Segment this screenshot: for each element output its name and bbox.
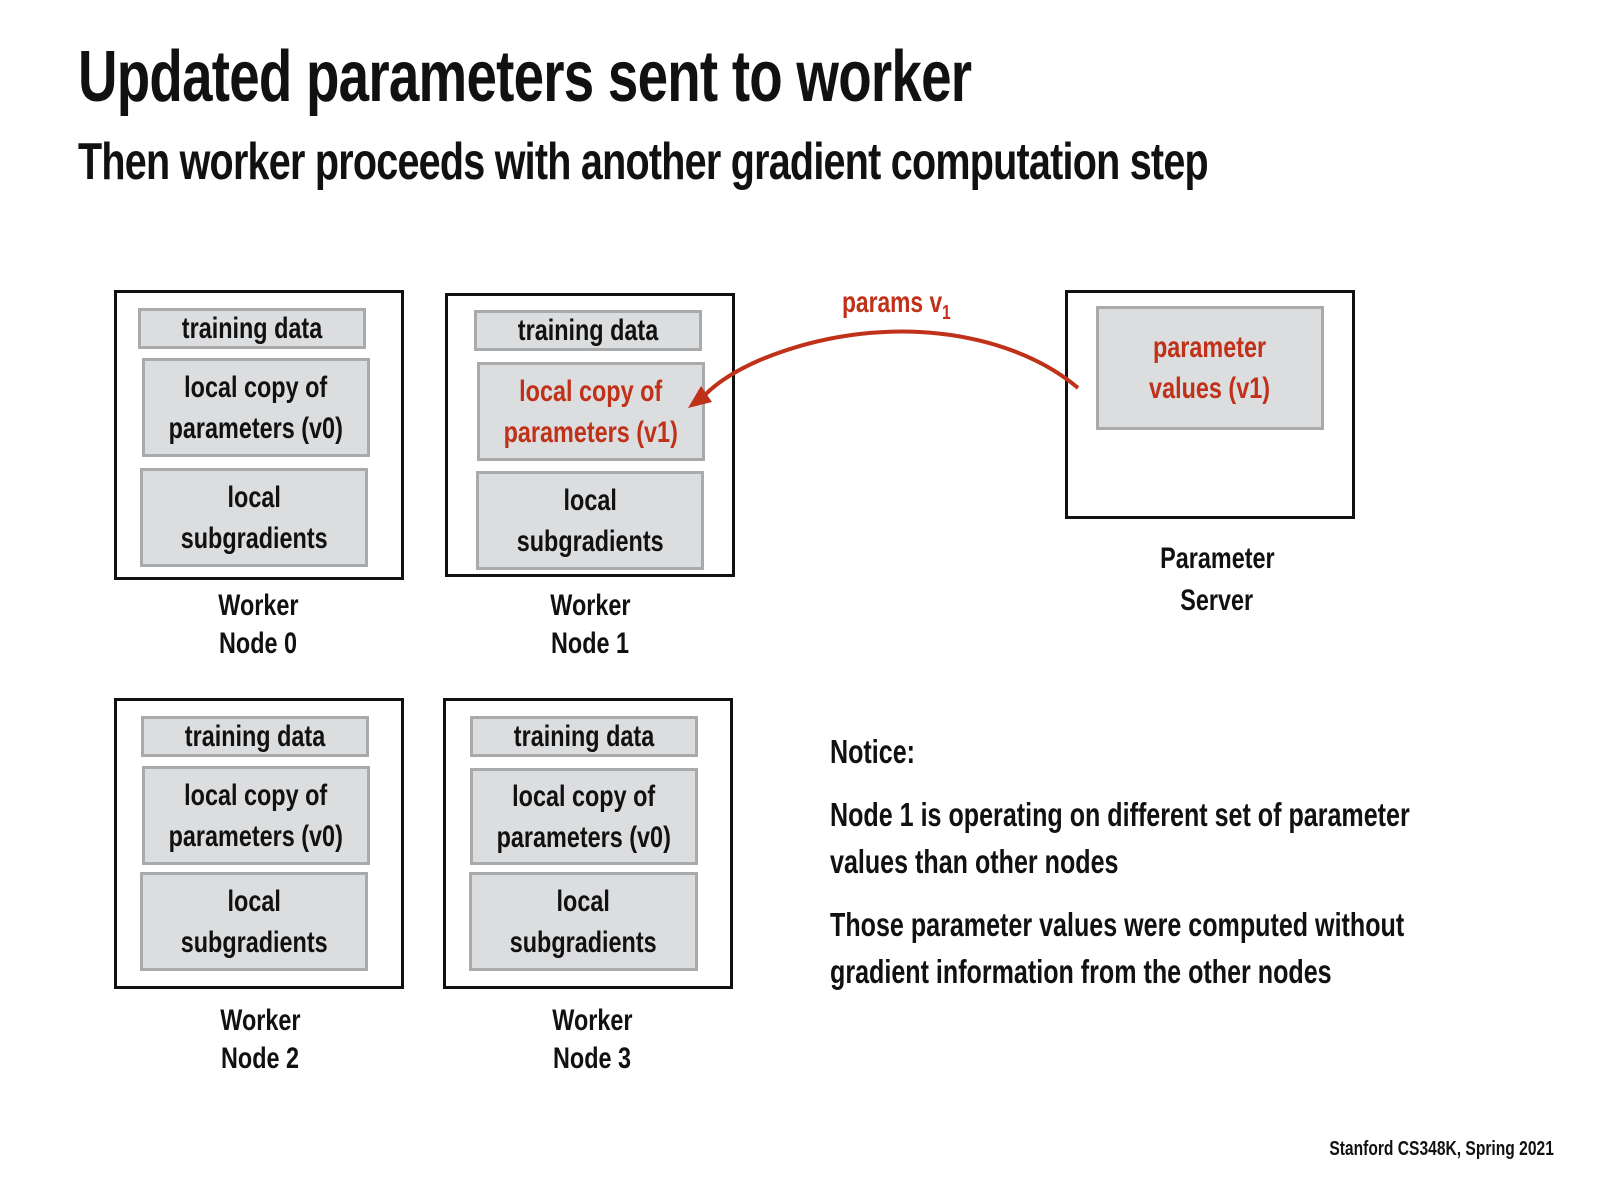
worker-label-1: Worker [549,589,631,622]
worker-label-2: Node 0 [218,627,298,660]
sub-label-1: local [563,483,617,517]
server-value-2: values (v1) [1149,372,1271,405]
copy-label-1: local copy of [519,374,663,408]
training-data-box: training data [138,308,366,349]
copy-label-1: local copy of [512,779,656,813]
sub-label-1: local [556,884,611,918]
title-text: Updated parameters sent to worker [78,37,972,117]
sub-label-1: local [227,480,281,514]
sub-label-2: subgradients [180,521,328,555]
worker-label-1: Worker [219,1004,301,1037]
worker-label-1: Worker [551,1004,633,1037]
sub-label-1: local [227,884,281,918]
server-label-2: Server [1180,584,1254,617]
page-subtitle: Then worker proceeds with another gradie… [78,132,1565,192]
parameter-values-box: parameter values (v1) [1096,306,1324,430]
subgradients-box: local subgradients [476,471,704,570]
copy-label-2: parameters (v1) [503,415,679,449]
worker-node-2 [114,698,404,989]
notice-line: Those parameter values were computed wit… [830,906,1405,943]
params-copy-box-updated: local copy of parameters (v1) [477,362,705,461]
subgradients-box: local subgradients [140,872,368,971]
arrow-label: params v1 [842,286,985,325]
arrow-label-main: params v [842,286,943,319]
notice-line: Node 1 is operating on different set of … [830,796,1410,833]
training-data-label: training data [184,720,326,753]
copy-label-2: parameters (v0) [496,820,672,854]
worker-label-2: Node 3 [552,1042,632,1075]
notice-text: Notice: Node 1 is operating on different… [830,728,1593,1011]
sub-label-2: subgradients [516,524,664,558]
arrow-curve [700,329,1080,400]
params-copy-box: local copy of parameters (v0) [142,358,370,457]
worker-label-2: Node 2 [220,1042,300,1075]
copy-label-2: parameters (v0) [168,411,344,445]
arrow-label-subscript: 1 [942,302,951,324]
server-label-1: Parameter [1159,542,1275,575]
copy-label-1: local copy of [184,778,328,812]
arrow-label-text: params v1 [842,286,951,325]
notice-line: gradient information from the other node… [830,953,1332,990]
copy-label-1: local copy of [184,370,328,404]
notice-heading: Notice: [830,733,916,770]
page-title: Updated parameters sent to worker [78,36,1253,118]
notice-line: values than other nodes [830,843,1119,880]
footer-text: Stanford CS348K, Spring 2021 [1329,1138,1554,1160]
worker-label-2: Node 1 [550,627,630,660]
sub-label-2: subgradients [510,925,657,959]
worker-node-0 [114,290,404,580]
worker-node-3 [443,698,733,989]
training-data-label: training data [181,312,323,345]
sub-label-2: subgradients [180,925,328,959]
copy-label-2: parameters (v0) [168,819,344,853]
subgradients-box: local subgradients [469,872,698,971]
training-data-box: training data [141,716,369,757]
params-copy-box: local copy of parameters (v0) [470,768,698,865]
training-data-label: training data [513,720,655,753]
parameter-server [1065,290,1355,519]
training-data-label: training data [517,314,659,347]
subgradients-box: local subgradients [140,468,368,567]
params-copy-box: local copy of parameters (v0) [142,766,370,865]
footer-credit: Stanford CS348K, Spring 2021 [1266,1138,1554,1161]
worker-label-1: Worker [217,589,299,622]
training-data-box: training data [474,310,702,351]
worker-node-1 [445,293,735,577]
training-data-box: training data [470,716,698,757]
server-value-1: parameter [1153,331,1267,364]
subtitle-text: Then worker proceeds with another gradie… [78,133,1209,191]
